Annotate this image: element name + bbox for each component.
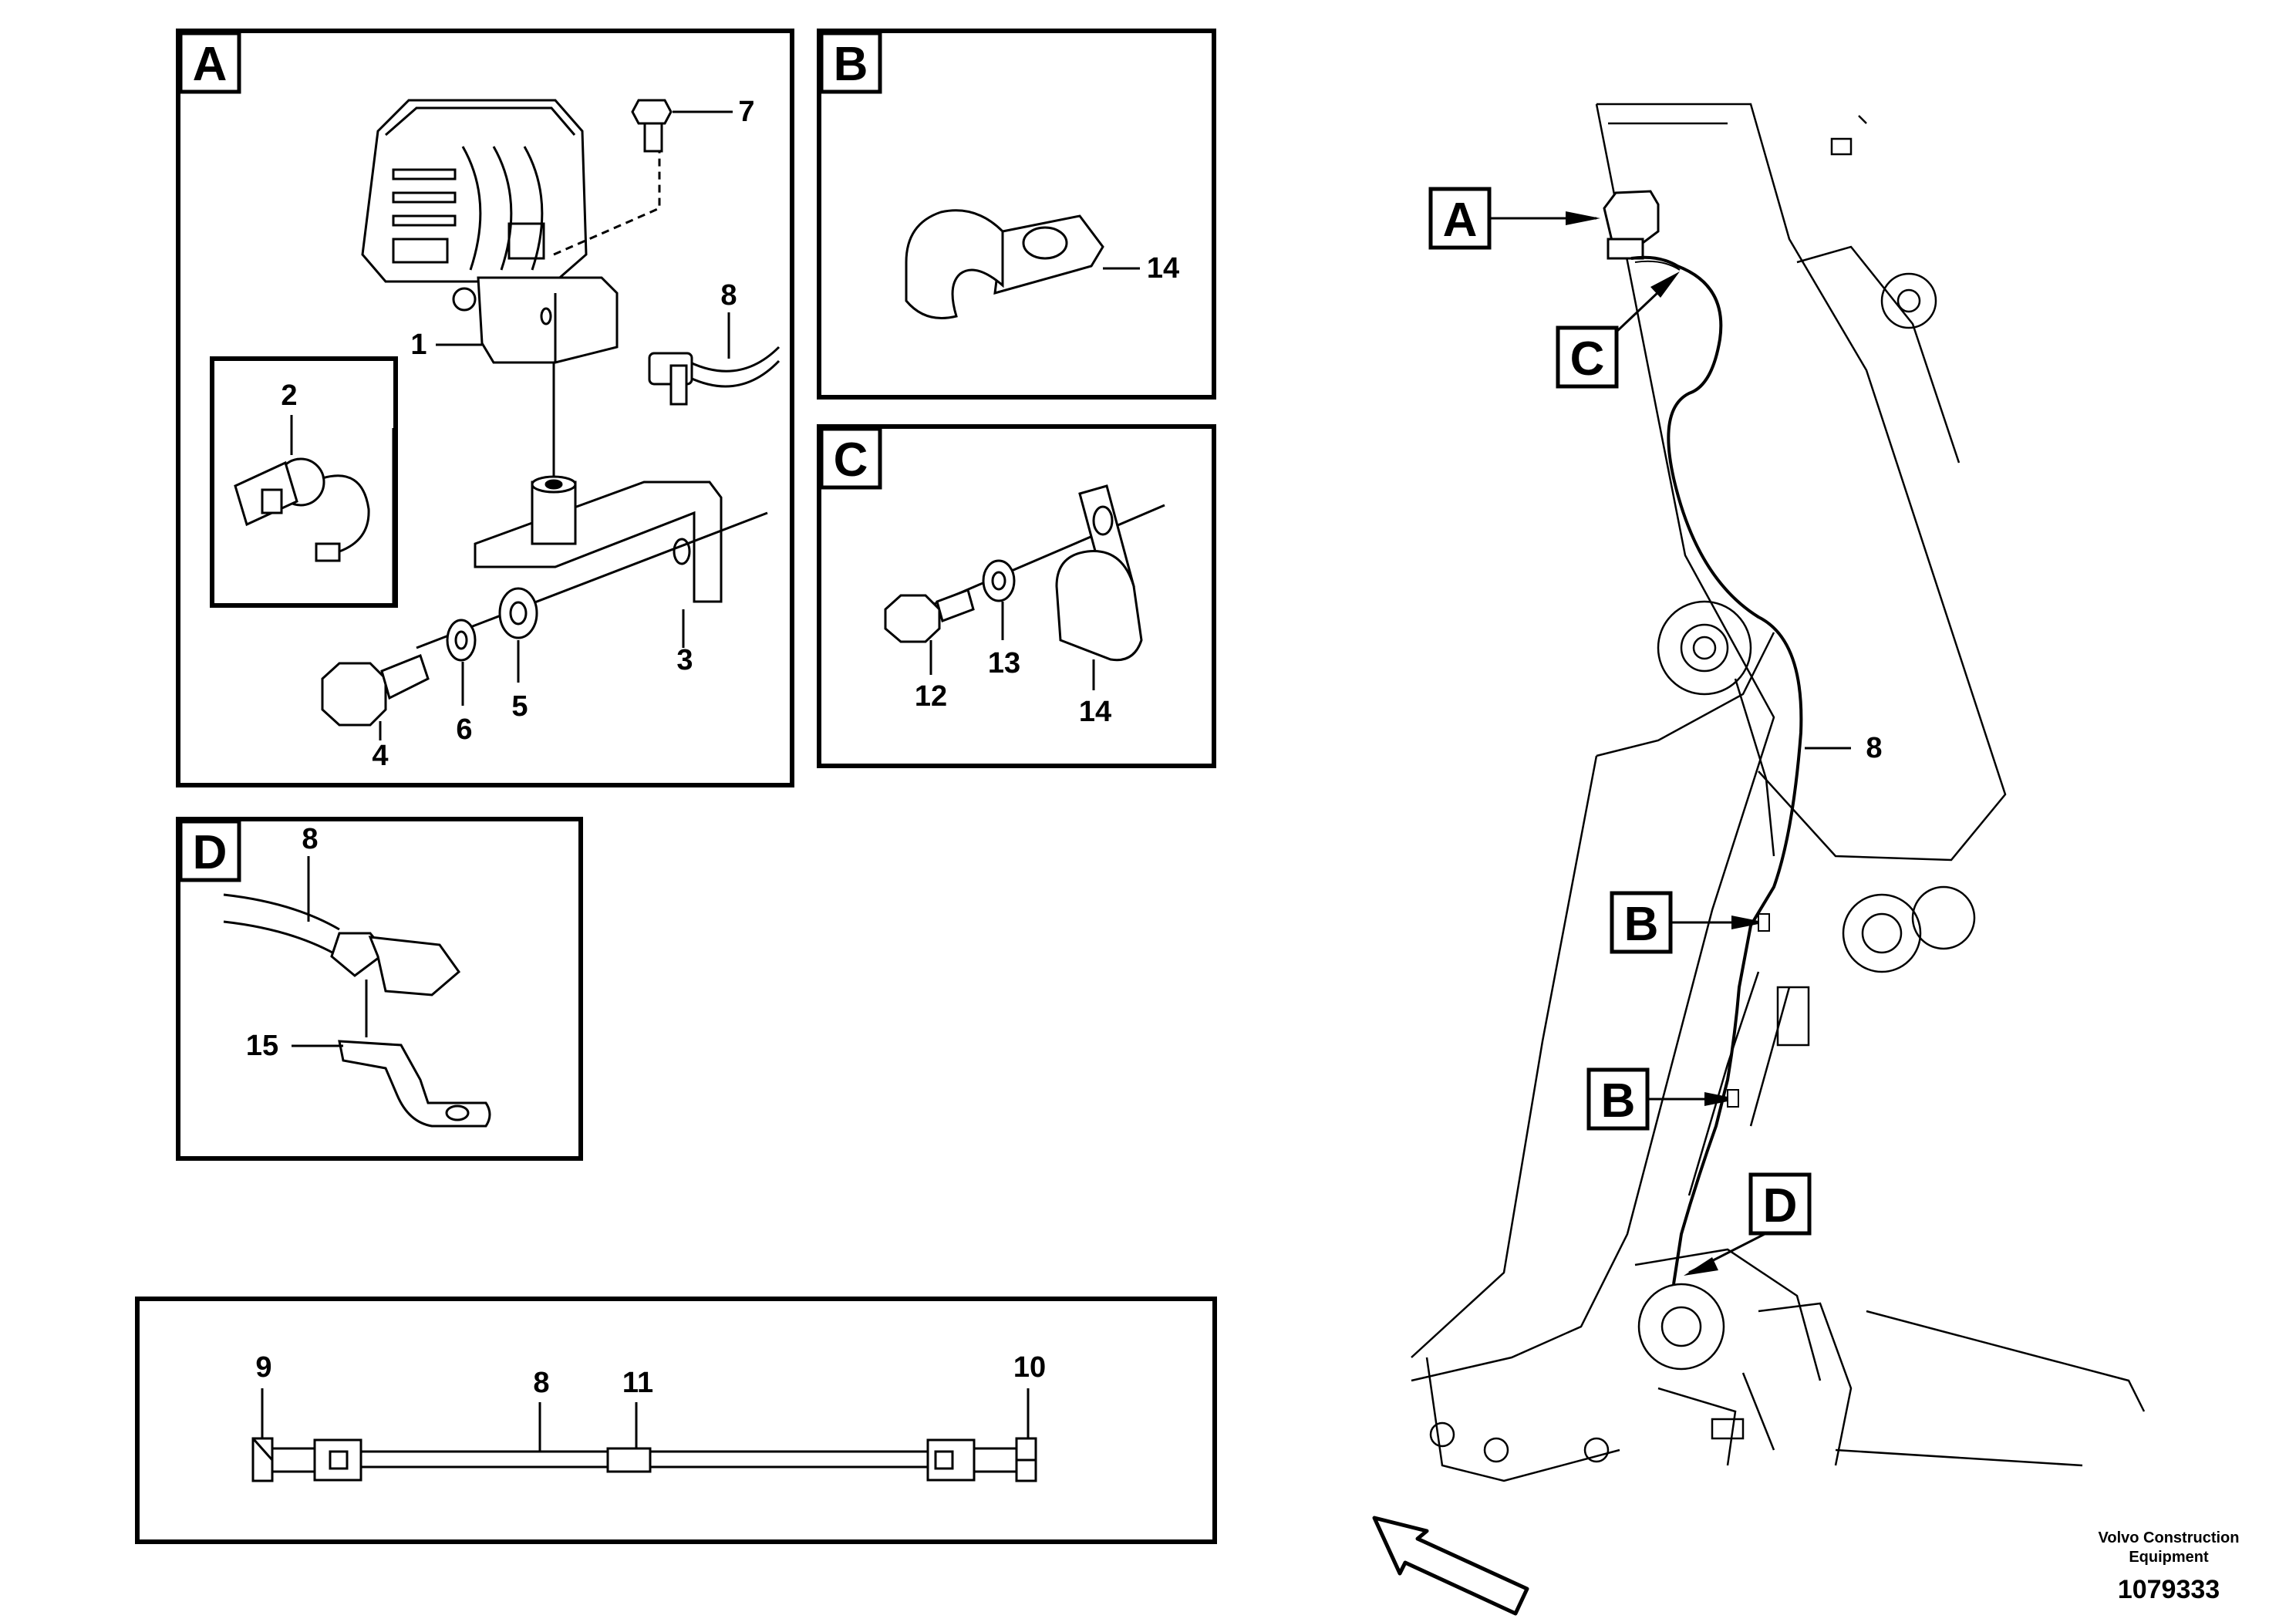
callout-2: 2	[281, 379, 297, 412]
bolt-4-drawing	[321, 654, 430, 727]
callout-9: 9	[255, 1351, 271, 1384]
panel-a-letter: A	[193, 38, 228, 91]
callout-12: 12	[915, 680, 947, 713]
ref-a-letter: A	[1443, 194, 1478, 247]
boom-cable-8	[1630, 255, 1803, 1285]
panel-c-letter: C	[834, 433, 868, 487]
ref-b1-box	[1610, 891, 1673, 954]
callout-3: 3	[676, 644, 693, 676]
ref-d-box	[1748, 1172, 1812, 1236]
panel-a: A 7 1	[176, 29, 794, 787]
panel-a-letter-box	[178, 31, 241, 94]
boom-lamp	[1603, 190, 1660, 260]
connector-8-d-drawing	[223, 893, 461, 996]
view-direction-arrow-icon	[1372, 1516, 1529, 1616]
callout-10: 10	[1013, 1351, 1046, 1384]
callout-7: 7	[738, 96, 754, 128]
ref-c-box	[1556, 325, 1619, 389]
panel-d-frame	[176, 817, 583, 1161]
callout-8-harness: 8	[533, 1367, 549, 1399]
footer: Volvo Construction Equipment 1079333	[2099, 1529, 2240, 1604]
callout-4: 4	[372, 740, 388, 772]
footer-part-number: 1079333	[2118, 1575, 2220, 1604]
boom-outline	[1411, 103, 2146, 1482]
clamp-14-c-drawing	[1055, 484, 1143, 662]
bulb-inset-frame	[210, 356, 398, 608]
callout-8-a: 8	[720, 279, 737, 312]
work-lamp-drawing	[361, 99, 619, 364]
callout-11: 11	[622, 1367, 653, 1399]
ref-a-arrow	[1566, 211, 1600, 225]
callout-5: 5	[511, 690, 528, 723]
panel-c-frame	[817, 424, 1216, 768]
clamp-14-b-drawing	[905, 209, 1104, 319]
harness-panel: 9 8 11 10	[135, 1297, 1217, 1544]
panel-b-letter: B	[834, 38, 868, 91]
harness-drawing	[251, 1437, 1037, 1482]
ref-b1-letter: B	[1624, 898, 1659, 951]
panel-d-letter-box	[178, 819, 241, 882]
bracket-3-drawing	[474, 475, 723, 603]
bolt-4-axis	[416, 511, 768, 649]
panel-d: D 8 15	[176, 817, 583, 1161]
ref-b2-letter: B	[1601, 1074, 1636, 1128]
washer-6-drawing	[446, 619, 477, 662]
bolt-7-drawing	[631, 99, 673, 153]
ref-d-arrow	[1684, 1257, 1718, 1276]
footer-company-line1: Volvo Construction	[2099, 1529, 2240, 1546]
harness-panel-frame	[135, 1297, 1217, 1544]
callout-1: 1	[410, 329, 426, 361]
ref-b2-arrow	[1704, 1092, 1739, 1106]
ref-d-letter: D	[1763, 1179, 1798, 1233]
clamp-b2-marker	[1727, 1089, 1739, 1108]
callout-15: 15	[246, 1030, 278, 1062]
ref-b1-arrow	[1731, 916, 1766, 929]
clip-15-drawing	[338, 1040, 491, 1128]
footer-company-line2: Equipment	[2129, 1549, 2209, 1566]
ref-c-arrow	[1650, 271, 1680, 298]
boom-overview: A C 8 B B D	[1372, 103, 2146, 1616]
panel-a-frame	[176, 29, 794, 787]
callout-13: 13	[988, 647, 1020, 679]
callout-6: 6	[456, 713, 472, 746]
boom-cable-8-edge	[1634, 260, 1681, 271]
connector-8-drawing	[648, 346, 781, 406]
callout-14-b: 14	[1147, 252, 1179, 285]
panel-d-letter: D	[193, 826, 228, 879]
callout-8-d: 8	[302, 823, 318, 855]
clamp-b1-marker	[1758, 913, 1770, 932]
washer-5-drawing	[498, 587, 538, 639]
panel-c-letter-box	[819, 427, 882, 490]
panel-c: C 12 13 14	[817, 424, 1216, 768]
panel-b: B 14	[817, 29, 1216, 400]
bulb-2-drawing	[234, 457, 370, 562]
panel-b-frame	[817, 29, 1216, 400]
ref-c-letter: C	[1570, 332, 1605, 386]
panel-b-letter-box	[819, 31, 882, 94]
washer-13-drawing	[982, 559, 1016, 602]
ref-a-box	[1428, 187, 1492, 250]
callout-14-c: 14	[1079, 696, 1111, 728]
bolt-12-drawing	[884, 588, 975, 643]
boom-callout-8: 8	[1866, 732, 1882, 764]
